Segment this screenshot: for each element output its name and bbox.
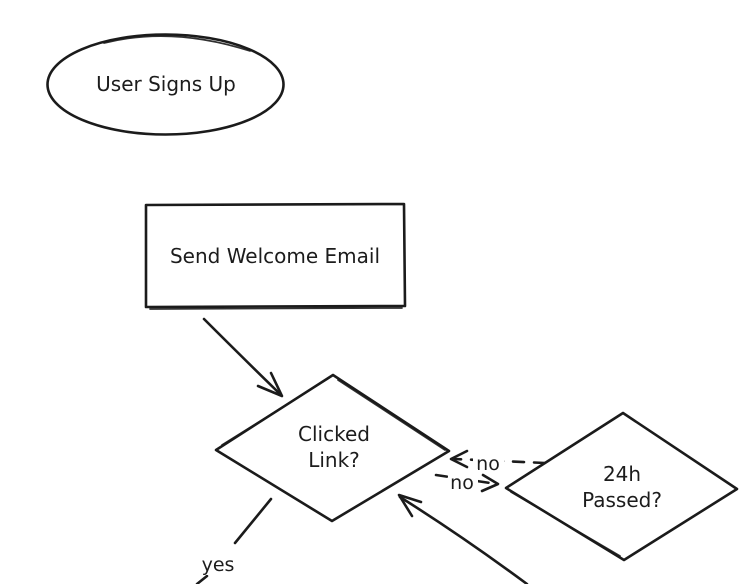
edge-label-no-bottom: no xyxy=(450,472,474,494)
diamond-overstroke-left xyxy=(221,377,330,446)
node-label-send-welcome-email: Send Welcome Email xyxy=(170,244,380,268)
edge-shaft[interactable] xyxy=(202,317,282,396)
edge-bottom-to-clicked-link[interactable] xyxy=(397,493,529,584)
edge-label-background xyxy=(473,450,504,474)
edge-send-welcome-email-to-clicked-link[interactable] xyxy=(202,317,284,398)
rectangle-overstroke xyxy=(149,307,403,310)
arrowhead-icon xyxy=(449,449,469,469)
edge-label-yes: yes xyxy=(202,554,235,576)
arrowhead-icon xyxy=(256,371,284,398)
edge-shaft-upper[interactable] xyxy=(233,497,273,545)
node-user-signs-up[interactable]: User Signs Up xyxy=(46,33,285,136)
edge-shaft[interactable] xyxy=(398,495,529,584)
arrowhead-icon xyxy=(480,473,500,493)
node-label-24h-passed-line2: Passed? xyxy=(582,488,662,512)
ellipse-overstroke xyxy=(103,35,251,52)
rectangle-shape[interactable] xyxy=(144,202,407,309)
diamond-overstroke-right xyxy=(337,379,446,451)
edge-label-background xyxy=(196,552,241,575)
arrowhead-icon xyxy=(397,493,423,518)
diamond-shape[interactable] xyxy=(504,411,739,562)
node-24h-passed[interactable]: 24h Passed? xyxy=(504,411,739,562)
edge-24h-passed-to-clicked-link[interactable]: no xyxy=(449,449,547,475)
node-label-clicked-link-line1: Clicked xyxy=(298,422,370,446)
edge-label-background xyxy=(448,469,478,491)
ellipse-shape[interactable] xyxy=(46,33,285,136)
edge-clicked-link-yes[interactable]: yes xyxy=(195,497,273,584)
node-label-24h-passed-line1: 24h xyxy=(603,462,641,486)
node-send-welcome-email[interactable]: Send Welcome Email xyxy=(144,202,407,310)
edge-label-no-top: no xyxy=(476,453,500,475)
node-clicked-link[interactable]: Clicked Link? xyxy=(214,373,451,523)
node-label-user-signs-up: User Signs Up xyxy=(96,72,236,96)
edge-shaft-lower[interactable] xyxy=(195,574,209,584)
diamond-overstroke-bottom xyxy=(510,491,621,557)
edge-clicked-link-to-24h-passed[interactable]: no xyxy=(434,469,500,494)
node-label-clicked-link-line2: Link? xyxy=(308,448,360,472)
